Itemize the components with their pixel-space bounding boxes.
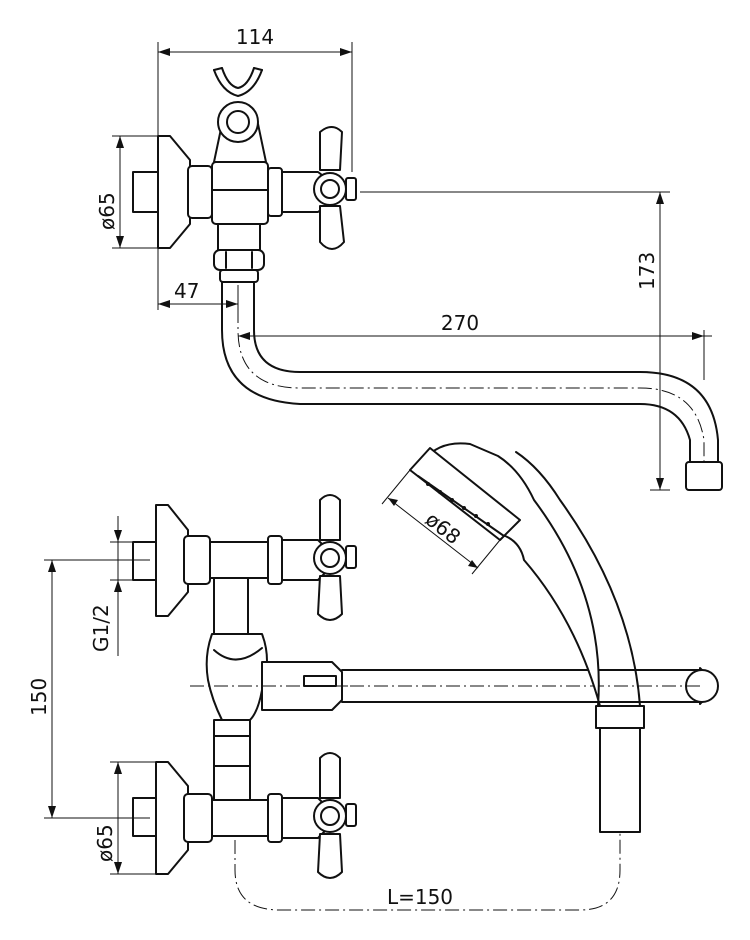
lower-connector bbox=[211, 799, 271, 837]
shower-head bbox=[409, 447, 521, 541]
lower-handle-lower-arm bbox=[317, 833, 343, 879]
top-wall-connector bbox=[132, 171, 162, 213]
upper-handle-lower-arm bbox=[317, 575, 343, 621]
top-flange bbox=[157, 135, 191, 249]
front-view bbox=[132, 442, 719, 911]
top-holder-ring bbox=[217, 101, 259, 143]
upper-flange bbox=[155, 504, 189, 617]
body-lower-sleeve bbox=[213, 719, 251, 767]
lower-nut bbox=[183, 793, 213, 843]
spout-aerator bbox=[685, 461, 723, 491]
top-handle-upper-arm bbox=[319, 126, 343, 171]
dim-thread: G1/2 bbox=[89, 604, 113, 652]
top-handle-hub bbox=[313, 172, 347, 206]
dim-spout-reach: 270 bbox=[441, 311, 479, 335]
top-swivel-nut bbox=[213, 249, 265, 271]
top-view bbox=[132, 67, 723, 491]
dim-center-distance: 150 bbox=[27, 678, 51, 716]
upper-connector bbox=[209, 541, 271, 579]
dim-spout-height: 173 bbox=[635, 252, 659, 290]
top-body bbox=[211, 161, 269, 225]
upper-handle-upper-arm bbox=[319, 494, 341, 541]
body-riser bbox=[213, 577, 249, 639]
top-handle-lower-arm bbox=[319, 205, 345, 250]
shower-nozzles bbox=[426, 482, 490, 526]
lower-handle-upper-arm bbox=[319, 752, 341, 799]
shower-handle-end bbox=[595, 705, 645, 729]
hose-path bbox=[234, 710, 621, 911]
top-lower-body bbox=[217, 223, 261, 251]
diverter-body bbox=[205, 633, 268, 721]
hand-shower bbox=[409, 442, 645, 833]
diverter-lever-housing bbox=[261, 661, 343, 711]
upper-handle-hub bbox=[313, 541, 347, 575]
upper-nut bbox=[183, 535, 211, 585]
dim-top-width: 114 bbox=[236, 25, 274, 49]
lower-handle-hub bbox=[313, 799, 347, 833]
dim-handshower-dia: ø68 bbox=[421, 507, 465, 549]
diverter-knob bbox=[303, 675, 337, 687]
dim-bottom-flange-dia: ø65 bbox=[93, 824, 117, 862]
top-dimensions: 114 ø65 47 270 173 bbox=[95, 25, 712, 491]
dim-hose-length: L=150 bbox=[387, 885, 453, 909]
dim-top-offset: 47 bbox=[174, 279, 199, 303]
dim-top-flange-dia: ø65 bbox=[95, 192, 119, 230]
top-nut bbox=[187, 165, 213, 219]
